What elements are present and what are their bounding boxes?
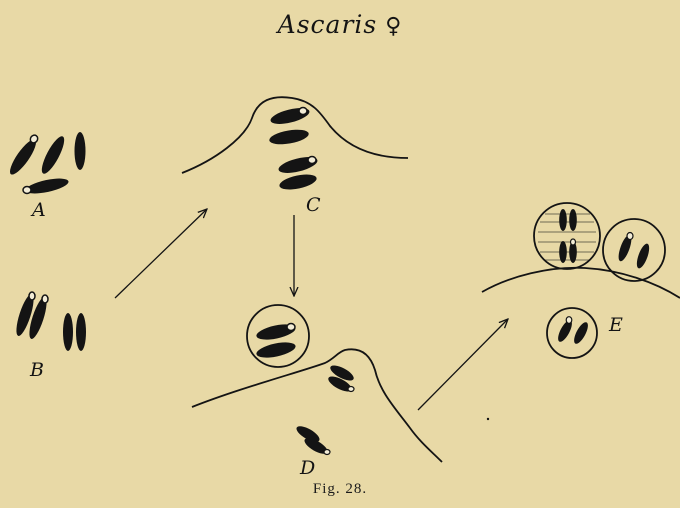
egg-nucleus-e bbox=[546, 307, 598, 359]
panel-label-d: D bbox=[300, 457, 316, 479]
chromosome-a4-tip bbox=[22, 185, 32, 195]
egg-surface-c bbox=[181, 96, 409, 174]
chromosome-a1 bbox=[9, 139, 37, 175]
polar-body-e2 bbox=[602, 218, 666, 282]
chromosome-a1-tip bbox=[29, 134, 39, 144]
panel-b-chromosomes bbox=[16, 291, 86, 351]
polar-body-d bbox=[246, 304, 310, 368]
panel-d bbox=[191, 304, 443, 463]
chromosome-b1 bbox=[16, 294, 34, 336]
chromosome-b2-tip bbox=[41, 294, 49, 304]
chromosome-b1-tip bbox=[28, 291, 36, 301]
chromosome-b4 bbox=[76, 313, 86, 351]
polar-body-e1 bbox=[533, 202, 601, 270]
arrow-b-to-c bbox=[114, 209, 207, 299]
panel-e bbox=[481, 202, 680, 359]
panel-c-chromosomes bbox=[269, 106, 318, 190]
figure-title: Ascaris ♀ bbox=[0, 10, 680, 39]
chromosome-b3 bbox=[63, 313, 73, 351]
panel-label-a: A bbox=[32, 199, 46, 221]
panel-label-c: C bbox=[306, 194, 321, 216]
egg-surface-d bbox=[191, 348, 443, 463]
panel-label-b: B bbox=[30, 359, 44, 381]
figure-title-text: Ascaris bbox=[277, 10, 378, 39]
panel-a-chromosomes bbox=[9, 132, 86, 195]
stray-dot bbox=[486, 417, 490, 421]
panel-c bbox=[181, 96, 409, 190]
sequence-arrows bbox=[114, 209, 508, 411]
arrow-d-to-e bbox=[417, 319, 508, 411]
chromosome-a2 bbox=[41, 136, 65, 174]
female-symbol-icon: ♀ bbox=[385, 14, 403, 39]
spindle-fibers bbox=[538, 213, 596, 261]
figure-caption: Fig. 28. bbox=[312, 481, 368, 497]
chromosome-a4 bbox=[25, 178, 69, 194]
panel-label-e: E bbox=[609, 314, 623, 336]
chromosome-a3 bbox=[74, 132, 86, 170]
chromosome-b2 bbox=[29, 297, 47, 339]
egg-surface-e bbox=[481, 266, 680, 299]
